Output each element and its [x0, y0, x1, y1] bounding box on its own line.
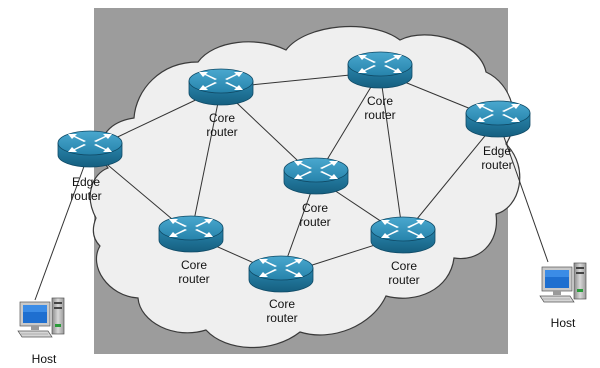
- router-label-line2: router: [388, 273, 419, 287]
- router-label-line1: Core: [181, 258, 207, 272]
- router-icon: [248, 255, 314, 293]
- router-icon: [57, 130, 123, 168]
- router-label-line2: router: [178, 272, 209, 286]
- host-label: Host: [32, 352, 57, 366]
- computer-icon: [539, 262, 587, 303]
- router-label-line1: Core: [367, 94, 393, 108]
- router-label-line1: Core: [269, 297, 295, 311]
- link-r-core-topright-to-r-core-right: [379, 71, 404, 237]
- router-icon: [465, 100, 531, 138]
- router-label-line1: Core: [302, 201, 328, 215]
- router-label-line2: router: [206, 125, 237, 139]
- router-icon: [370, 216, 436, 254]
- router-icon: [283, 157, 349, 195]
- router-label-line2: router: [70, 189, 101, 203]
- router-label-line2: router: [481, 158, 512, 172]
- router-label-line2: router: [266, 311, 297, 325]
- router-label-line2: router: [364, 108, 395, 122]
- host-left: Host: [17, 297, 65, 366]
- routers-layer: EdgerouterCorerouterCorerouterCorerouter…: [57, 51, 531, 325]
- router-icon: [188, 68, 254, 106]
- link-r-edge-right-to-host-right: [497, 119, 549, 263]
- host-label: Host: [551, 316, 576, 330]
- link-host-left-to-r-edge-left: [34, 149, 91, 301]
- router-icon: [347, 51, 413, 89]
- router-icon: [158, 215, 224, 253]
- link-r-core-right-to-r-edge-right: [402, 119, 499, 237]
- link-r-core-top-to-r-core-left: [190, 87, 222, 236]
- router-label-line2: router: [299, 215, 330, 229]
- host-right: Host: [539, 262, 587, 330]
- computer-icon: [17, 297, 65, 338]
- router-label-line1: Core: [209, 111, 235, 125]
- router-label-line1: Core: [391, 259, 417, 273]
- router-label-line1: Edge: [72, 175, 100, 189]
- router-label-line1: Edge: [483, 144, 511, 158]
